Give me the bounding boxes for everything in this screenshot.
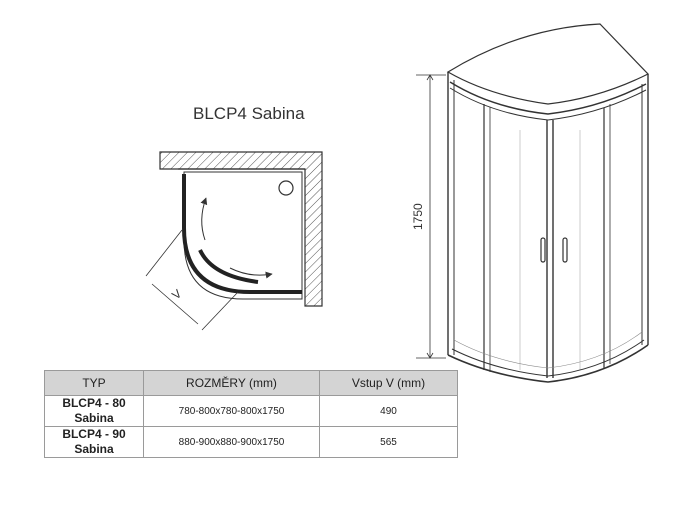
row-type-line1: BLCP4 - 90 [62, 427, 126, 441]
plan-view: V [145, 151, 323, 331]
row-entry: 565 [319, 426, 458, 458]
table-header-row: TYP ROZMĚRY (mm) Vstup V (mm) [44, 370, 458, 396]
entry-dim-ext-2 [201, 291, 239, 331]
row-dimensions: 880-900x880-900x1750 [143, 426, 320, 458]
header-dimensions: ROZMĚRY (mm) [143, 370, 320, 396]
height-dim-label: 1750 [411, 203, 425, 230]
row-type-line2: Sabina [74, 411, 114, 425]
entry-dim-line [151, 283, 199, 325]
drain-circle [278, 180, 294, 196]
row-type-line2: Sabina [74, 442, 114, 456]
row-type-line1: BLCP4 - 80 [62, 396, 126, 410]
product-title: BLCP4 Sabina [193, 104, 305, 123]
curved-door-inner [198, 249, 259, 284]
wall-hatch [159, 151, 323, 307]
door-handle-left [540, 237, 546, 263]
row-entry: 490 [319, 395, 458, 427]
elevation-view [416, 23, 649, 383]
entry-dim-ext-1 [145, 229, 183, 277]
spec-table: TYP ROZMĚRY (mm) Vstup V (mm) BLCP4 - 80… [44, 370, 458, 458]
door-arrow-up [200, 197, 208, 241]
door-arrow-right [229, 267, 273, 279]
curved-door-outer [182, 174, 302, 294]
bottom-profile [447, 344, 649, 383]
row-dimensions: 780-800x780-800x1750 [143, 395, 320, 427]
header-type: TYP [44, 370, 144, 396]
top-profile [446, 23, 649, 105]
entry-dim-label: V [169, 287, 184, 303]
door-handle-right [562, 237, 568, 263]
header-entry: Vstup V (mm) [319, 370, 458, 396]
